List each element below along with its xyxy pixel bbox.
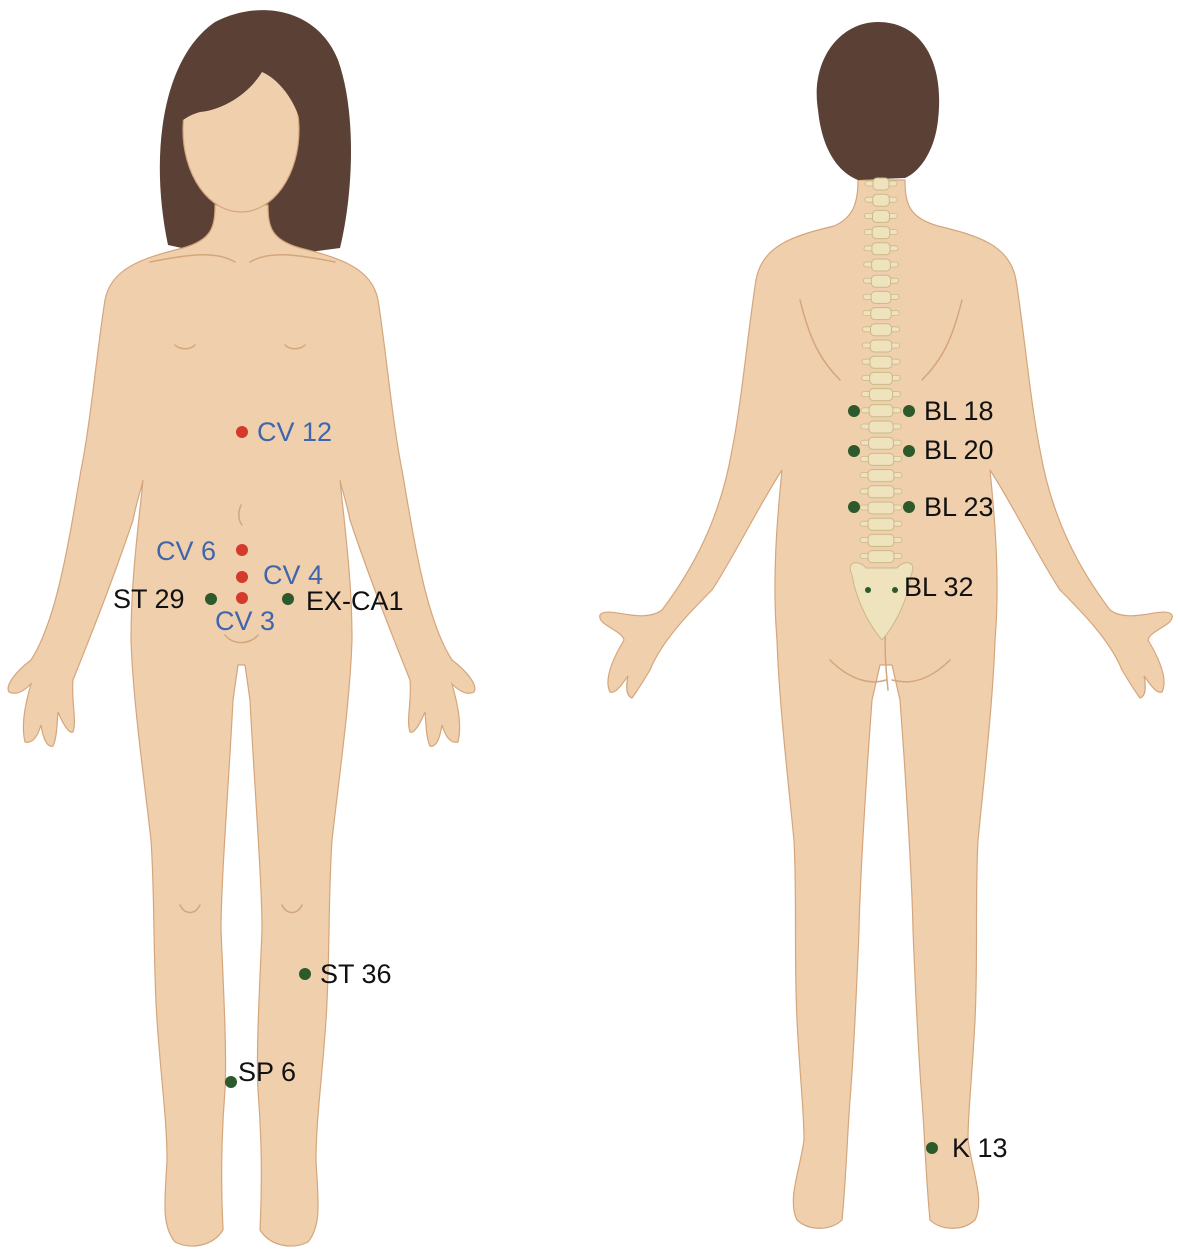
- point-bl18-right: [903, 405, 915, 417]
- vertebra: [868, 534, 894, 546]
- point-bl32: [865, 587, 871, 593]
- vertebra: [868, 502, 894, 514]
- label-st29: ST 29: [113, 586, 185, 613]
- vertebra: [869, 437, 894, 449]
- vertebra: [870, 372, 893, 384]
- point-bl18: [848, 405, 860, 417]
- vertebra: [868, 486, 894, 498]
- vertebra: [872, 259, 891, 271]
- label-bl18: BL 18: [924, 398, 994, 425]
- front-body: [8, 205, 475, 1246]
- vertebra: [868, 453, 893, 465]
- vertebra: [872, 210, 889, 222]
- label-cv6: CV 6: [156, 538, 216, 565]
- point-cv12: [236, 426, 248, 438]
- point-bl20-right: [903, 445, 915, 457]
- vertebra: [871, 275, 890, 287]
- vertebra: [873, 178, 889, 190]
- back-figure: [600, 22, 1172, 1228]
- point-bl23-right: [903, 501, 915, 513]
- vertebra: [872, 243, 890, 255]
- point-exca1: [282, 593, 294, 605]
- label-st36: ST 36: [320, 961, 392, 988]
- point-bl32-right: [892, 587, 898, 593]
- point-cv4: [236, 571, 248, 583]
- vertebra: [869, 389, 892, 401]
- label-k13: K 13: [952, 1135, 1008, 1162]
- vertebra: [868, 518, 894, 530]
- vertebra: [869, 405, 893, 417]
- vertebra: [868, 470, 894, 482]
- label-exca1: EX-CA1: [306, 588, 404, 615]
- point-bl23: [848, 501, 860, 513]
- point-cv3: [236, 592, 248, 604]
- label-sp6: SP 6: [238, 1059, 296, 1086]
- point-st29: [205, 593, 217, 605]
- label-bl23: BL 23: [924, 494, 994, 521]
- label-bl20: BL 20: [924, 437, 994, 464]
- label-cv4: CV 4: [263, 562, 323, 589]
- back-hair: [817, 22, 939, 180]
- vertebra: [868, 551, 894, 563]
- vertebra: [871, 324, 892, 336]
- point-bl20: [848, 445, 860, 457]
- label-cv3: CV 3: [215, 608, 275, 635]
- back-body: [600, 180, 1172, 1228]
- vertebra: [872, 227, 890, 239]
- point-st36: [299, 968, 311, 980]
- vertebra: [871, 291, 891, 303]
- vertebra: [871, 308, 891, 320]
- vertebra: [869, 421, 893, 433]
- point-cv6: [236, 544, 248, 556]
- vertebra: [870, 340, 892, 352]
- point-sp6: [225, 1076, 237, 1088]
- vertebra: [870, 356, 892, 368]
- label-cv12: CV 12: [257, 419, 332, 446]
- label-bl32: BL 32: [904, 574, 974, 601]
- point-k13: [926, 1142, 938, 1154]
- vertebra: [873, 194, 890, 206]
